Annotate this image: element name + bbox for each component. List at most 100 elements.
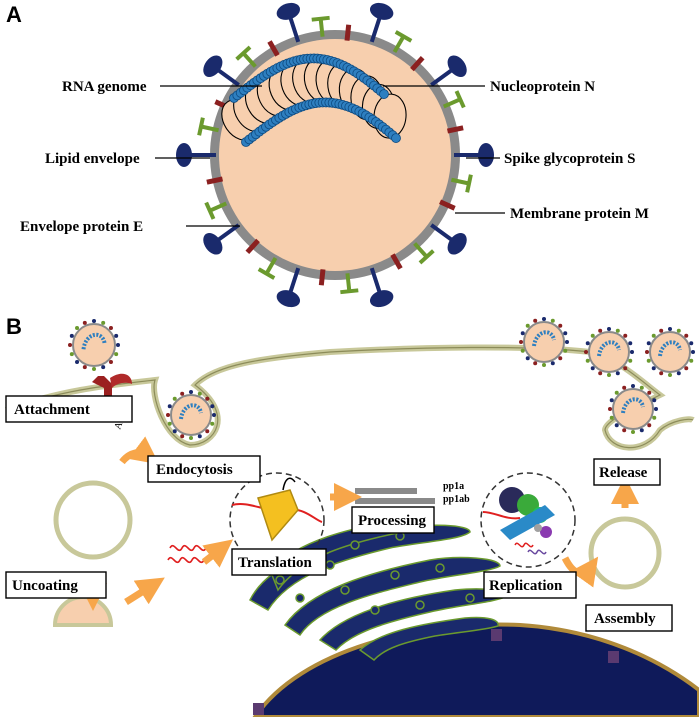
membrane-stalk bbox=[392, 35, 406, 53]
envelope-protein bbox=[267, 40, 280, 57]
envelope-protein bbox=[206, 176, 224, 185]
spike-protein bbox=[369, 267, 394, 308]
spike-protein bbox=[454, 143, 494, 167]
virion-small-protein bbox=[623, 333, 628, 338]
virion-small-body bbox=[588, 331, 630, 373]
virion-small-protein bbox=[622, 428, 627, 433]
spike-head bbox=[276, 2, 301, 20]
virion-small-protein bbox=[639, 385, 644, 390]
nuclear-pore bbox=[608, 651, 619, 663]
virion-small-protein bbox=[565, 340, 569, 344]
virion-small bbox=[645, 327, 695, 377]
spike-protein bbox=[430, 55, 467, 87]
virion-small-body bbox=[523, 321, 565, 363]
virion-small-protein bbox=[172, 429, 177, 434]
assembly-vesicle bbox=[588, 516, 662, 590]
virion-small-protein bbox=[584, 350, 588, 354]
ribosome bbox=[325, 560, 335, 570]
virion-small-protein bbox=[607, 373, 611, 377]
envelope-protein-bar bbox=[439, 199, 456, 211]
virion-small-protein bbox=[69, 352, 74, 357]
envelope-protein-bar bbox=[245, 238, 260, 255]
membrane-head bbox=[394, 30, 413, 43]
spike-stalk bbox=[213, 223, 240, 245]
virion-small-protein bbox=[676, 371, 681, 376]
virion-small-protein bbox=[585, 358, 590, 363]
ribosome-body bbox=[435, 563, 445, 573]
membrane-head bbox=[204, 201, 216, 220]
virion-small-body bbox=[649, 331, 691, 373]
virion-small-protein bbox=[212, 413, 216, 417]
stage-endocytosis: Endocytosis bbox=[156, 462, 233, 478]
virion-small-protein bbox=[676, 328, 681, 333]
virion-small-protein bbox=[82, 320, 87, 325]
spike-head bbox=[447, 232, 467, 255]
virion-small-protein bbox=[608, 407, 612, 411]
ribosome-body bbox=[350, 540, 360, 550]
spike-head bbox=[478, 143, 494, 167]
membrane-protein bbox=[392, 30, 413, 53]
virion-small-protein bbox=[210, 421, 215, 426]
spike-stalk bbox=[369, 267, 383, 298]
envelope-protein-bar bbox=[390, 253, 403, 270]
virion-small-protein bbox=[542, 317, 546, 321]
virion-small-protein bbox=[646, 341, 651, 346]
virion-small-protein bbox=[622, 385, 627, 390]
virion-small-protein bbox=[550, 318, 555, 323]
ribosome-translation bbox=[257, 489, 299, 542]
virion-small-protein bbox=[659, 328, 664, 333]
ribosome bbox=[350, 540, 360, 550]
spike-stalk bbox=[454, 153, 484, 157]
membrane-stalk bbox=[345, 273, 352, 292]
virion-small-protein bbox=[205, 396, 210, 401]
spike-protein bbox=[203, 223, 240, 255]
nucleoprotein-bead bbox=[379, 89, 389, 99]
flow-arrows bbox=[79, 436, 639, 611]
membrane-stalk bbox=[264, 257, 278, 275]
spike-head bbox=[176, 143, 192, 167]
virion-small-protein bbox=[525, 356, 530, 361]
virion-small-protein bbox=[631, 430, 635, 434]
ribosome-body bbox=[295, 593, 305, 603]
virion-small-protein bbox=[628, 358, 633, 363]
spike-stalk bbox=[186, 153, 216, 157]
virion-small-protein bbox=[590, 333, 595, 338]
spike-head bbox=[276, 290, 301, 308]
virion-small-protein bbox=[92, 319, 96, 323]
nucleoprotein-bead bbox=[391, 133, 401, 143]
membrane-stalk bbox=[450, 177, 470, 186]
spike-stalk bbox=[287, 267, 301, 298]
virion-small-protein bbox=[615, 328, 620, 333]
virion-small-protein bbox=[166, 413, 170, 417]
spike-protein bbox=[203, 55, 240, 87]
virion-small-protein bbox=[691, 350, 695, 354]
membrane-head bbox=[235, 45, 252, 61]
virion-small-nucleocapsid bbox=[81, 332, 107, 350]
virion-small-protein bbox=[563, 331, 568, 336]
panel-b-label: B bbox=[6, 314, 22, 339]
virion-small-protein bbox=[525, 323, 530, 328]
virion-small-protein bbox=[82, 365, 87, 370]
ribosome bbox=[390, 570, 400, 580]
membrane-protein bbox=[235, 45, 257, 68]
virion-small-protein bbox=[684, 366, 689, 371]
envelope-protein-bar bbox=[267, 40, 280, 57]
rna-nucleocapsid bbox=[221, 53, 407, 147]
virion-small-protein bbox=[533, 318, 538, 323]
stage-replication: Replication bbox=[489, 578, 563, 594]
endosome bbox=[53, 480, 133, 560]
virion-small-protein bbox=[114, 333, 119, 338]
envelope-protein-bar bbox=[446, 125, 464, 134]
membrane-protein bbox=[413, 242, 435, 265]
virion-small-protein bbox=[614, 423, 619, 428]
virion-small-protein bbox=[519, 340, 523, 344]
ribosome-body bbox=[325, 560, 335, 570]
replication-complex bbox=[482, 487, 555, 555]
virion-small-protein bbox=[172, 396, 177, 401]
virion-small-protein bbox=[647, 423, 652, 428]
envelope-protein bbox=[318, 269, 326, 286]
spike-stalk bbox=[213, 65, 240, 87]
envelope-protein bbox=[410, 55, 425, 72]
virion-small-nucleocapsid bbox=[621, 397, 645, 414]
